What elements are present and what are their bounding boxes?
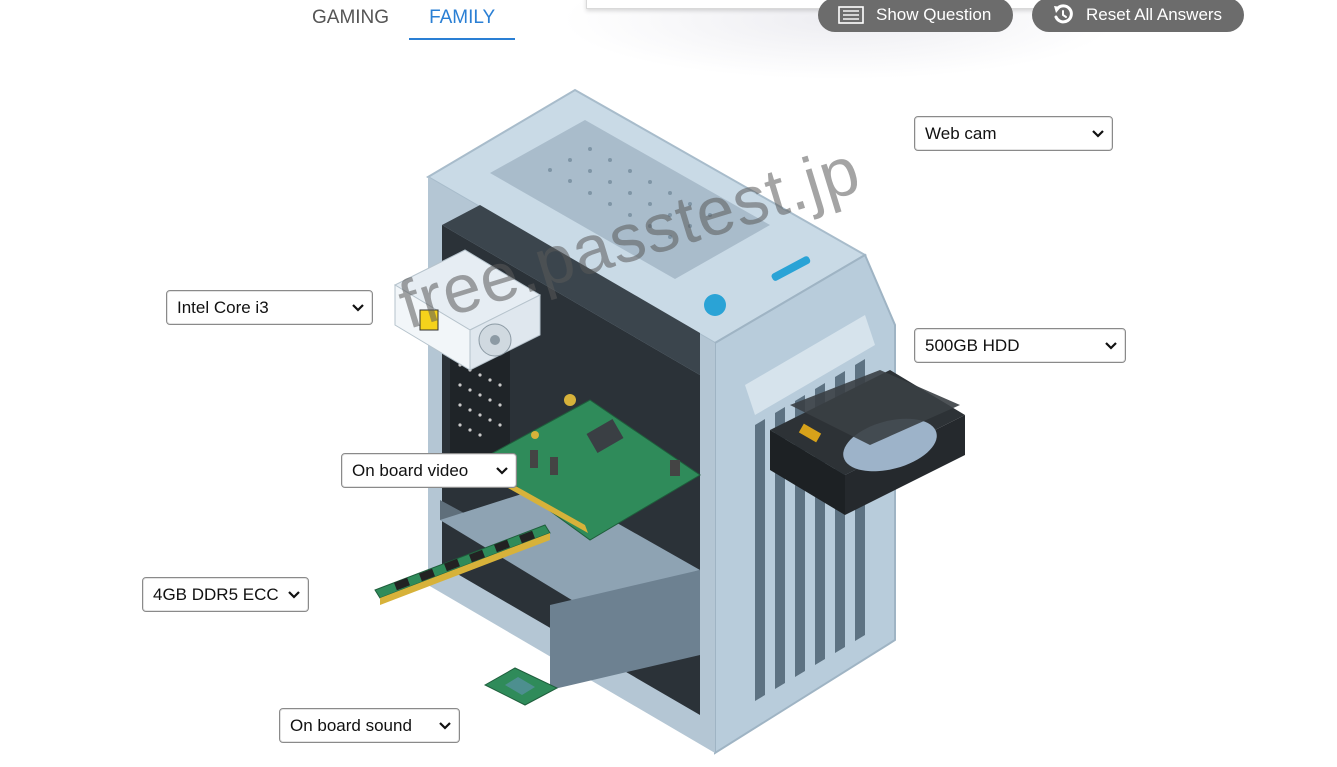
storage-select[interactable]: 500GB HDD [914,328,1126,363]
chevron-down-icon [352,303,364,312]
cpu-select[interactable]: Intel Core i3 [166,290,373,325]
chevron-down-icon [1105,341,1117,350]
cpu-select-value: Intel Core i3 [177,297,269,317]
reset-all-answers-button[interactable]: Reset All Answers [1032,0,1244,32]
computer-case-illustration [374,88,965,755]
storage-select-value: 500GB HDD [925,335,1020,355]
reset-all-answers-label: Reset All Answers [1086,5,1223,24]
sound-select-value: On board sound [290,715,412,735]
tab-family[interactable]: FAMILY [409,0,516,40]
webcam-select-value: Web cam [925,123,997,143]
memory-select-value: 4GB DDR5 ECC [153,584,279,604]
chevron-down-icon [439,721,451,730]
video-select-value: On board video [352,460,469,480]
memory-select[interactable]: 4GB DDR5 ECC [142,577,309,612]
tab-bar: GAMING FAMILY [292,0,516,42]
chevron-down-icon [496,466,508,475]
video-select[interactable]: On board video [341,453,517,488]
list-icon [838,6,864,24]
show-question-button[interactable]: Show Question [818,0,1013,32]
chevron-down-icon [1092,129,1104,138]
webcam-select[interactable]: Web cam [914,116,1113,151]
tab-gaming[interactable]: GAMING [312,7,390,28]
reset-icon [1052,4,1074,26]
chevron-down-icon [288,590,300,599]
show-question-label: Show Question [876,5,992,24]
sound-select[interactable]: On board sound [279,708,460,743]
